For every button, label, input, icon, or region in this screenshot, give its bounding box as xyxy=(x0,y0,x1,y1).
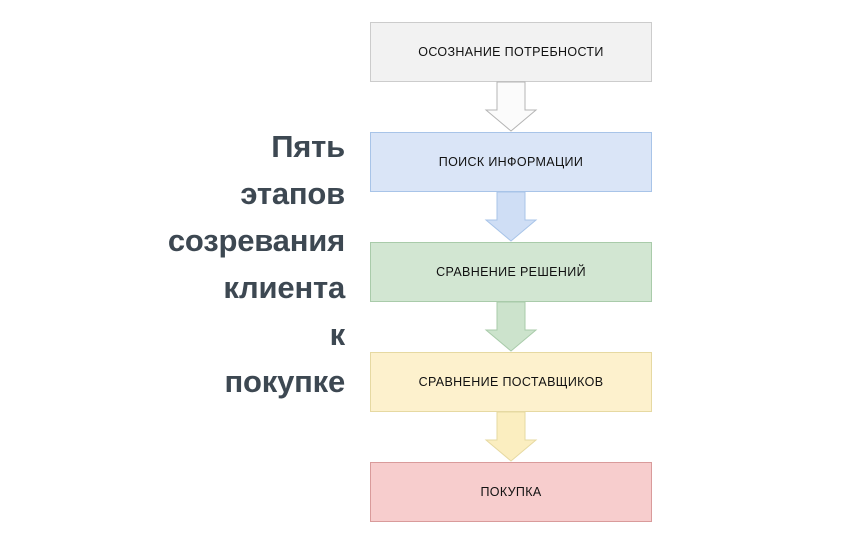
diagram-title: Пять этапов созревания клиента к покупке xyxy=(110,123,345,405)
flow-node-solution-comparison[interactable]: СРАВНЕНИЕ РЕШЕНИЙ xyxy=(370,242,652,302)
title-line-1: Пять xyxy=(271,129,345,164)
flow-node-vendor-comparison[interactable]: СРАВНЕНИЕ ПОСТАВЩИКОВ xyxy=(370,352,652,412)
title-line-2: этапов xyxy=(240,176,345,211)
flow-arrow-down-icon-4 xyxy=(484,411,538,462)
flow-node-label: ОСОЗНАНИЕ ПОТРЕБНОСТИ xyxy=(418,44,604,59)
flow-arrow-down-icon-2 xyxy=(484,191,538,242)
flow-node-purchase[interactable]: ПОКУПКА xyxy=(370,462,652,522)
flow-arrow-down-icon-1 xyxy=(484,81,538,132)
flow-node-information-search[interactable]: ПОИСК ИНФОРМАЦИИ xyxy=(370,132,652,192)
title-line-6: покупке xyxy=(224,364,346,399)
flow-node-label: СРАВНЕНИЕ ПОСТАВЩИКОВ xyxy=(418,374,604,389)
title-line-4: клиента xyxy=(223,270,345,305)
title-line-5: к xyxy=(329,317,346,352)
flow-column: ОСОЗНАНИЕ ПОТРЕБНОСТИ ПОИСК ИНФОРМАЦИИ С… xyxy=(370,22,652,522)
flow-node-awareness[interactable]: ОСОЗНАНИЕ ПОТРЕБНОСТИ xyxy=(370,22,652,82)
flow-node-label: СРАВНЕНИЕ РЕШЕНИЙ xyxy=(436,264,586,279)
flow-node-label: ПОИСК ИНФОРМАЦИИ xyxy=(438,154,584,169)
flow-arrow-down-icon-3 xyxy=(484,301,538,352)
flow-node-label: ПОКУПКА xyxy=(480,484,542,499)
title-line-3: созревания xyxy=(167,223,345,258)
